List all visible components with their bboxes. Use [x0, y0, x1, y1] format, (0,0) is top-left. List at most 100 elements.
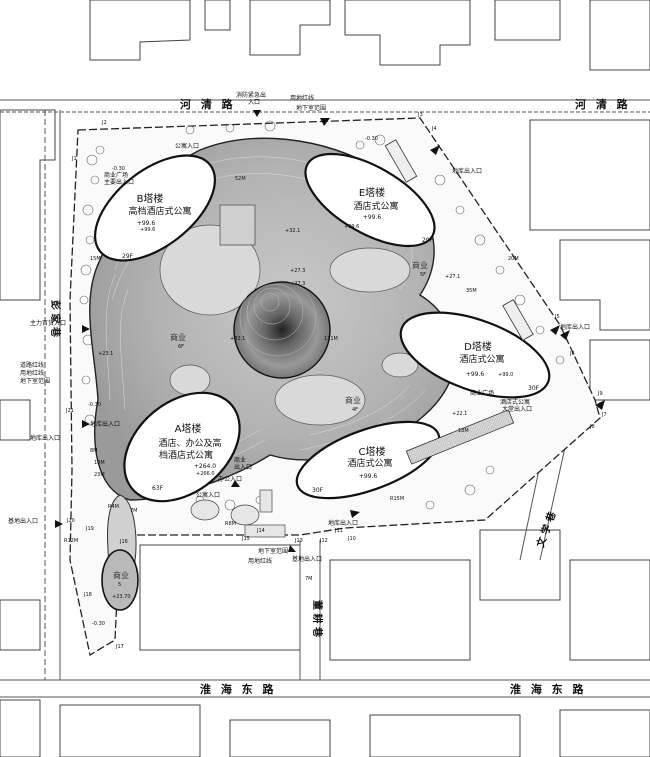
commercial-w-floors: 6F — [178, 344, 184, 350]
dim-d5: R8M — [225, 521, 236, 527]
junction-j14: J14 — [256, 528, 265, 534]
podium-skylight — [219, 204, 256, 246]
dim-d12: 18M — [458, 428, 469, 434]
junction-j18: J18 — [83, 592, 92, 598]
commercial-ne-label: 商业 — [412, 260, 428, 270]
east-linear-block — [405, 409, 515, 465]
junction-j16: J16 — [119, 539, 128, 545]
level-l6: +27.1 — [445, 274, 460, 280]
junction-j8: J8 — [589, 424, 595, 430]
junction-j4: J4 — [431, 126, 437, 132]
dim-d9: 23M — [94, 472, 105, 478]
dome-rings — [239, 279, 317, 357]
tower-e-floors: 29F — [422, 237, 434, 244]
tower-a-floors: 63F — [152, 485, 164, 492]
dim-d4: R15M — [390, 496, 404, 502]
ann-plaza-north: 商业广场 — [104, 171, 128, 179]
tower-e: E塔楼 酒店式公寓 +99.6 29F — [304, 152, 436, 248]
tower-a-level: +264.0 — [194, 463, 216, 470]
junction-j5: J5 — [554, 314, 560, 320]
tower-e-level: +99.6 — [363, 214, 382, 221]
junction-j7: J7 — [601, 412, 607, 418]
level-l10: +23.1 — [98, 351, 113, 357]
level-l14: +266.0 — [196, 471, 215, 477]
junction-j9: J9 — [597, 391, 603, 397]
dim-d6: R12M — [64, 538, 78, 544]
junction-j21: J21 — [65, 408, 74, 414]
junction-j15: J15 — [241, 536, 250, 542]
junction-j10: J10 — [347, 536, 356, 542]
level-l13: +99.6 — [140, 227, 155, 233]
dim-d11: 52M — [235, 176, 246, 182]
road-huaihai-left: 淮 海 东 路 — [200, 682, 277, 696]
tower-b-level: +99.6 — [137, 220, 156, 227]
level-l2: -0.30 — [112, 166, 125, 172]
ann-garage-exit-w: 地库出入口 — [30, 434, 60, 442]
tower-d-floors: 30F — [528, 385, 540, 392]
dimension-labels: 15M 10M 7M R15M R8M R12M R4M 8M 23M 7M 5… — [64, 176, 519, 582]
dim-d7: R4M — [108, 504, 119, 510]
ann-plaza-e: 商业广场 — [470, 389, 494, 397]
tower-a: A塔楼 酒店、办公及高 档酒店式公寓 +264.0 63F — [123, 391, 241, 503]
central-dome — [233, 281, 331, 379]
podium-voids — [159, 224, 419, 426]
tower-a-use2: 档酒店式公寓 — [159, 449, 213, 461]
tower-a-use1: 酒店、办公及高 — [158, 437, 221, 449]
level-l16: +27.3 — [290, 281, 305, 287]
junction-j13: J13 — [294, 538, 303, 544]
tower-d: D塔楼 酒店式公寓 +99.6 30F — [399, 311, 551, 399]
ann-main-entry: 主力百货入口 — [30, 319, 66, 327]
junction-j2: J2 — [101, 120, 107, 126]
tower-d-use: 酒店式公寓 — [459, 353, 504, 365]
level-l8: +32.1 — [230, 336, 245, 342]
ann-apartment-hall2: 大堂出入口 — [502, 405, 532, 413]
ann-redline-w1: 道路红线 — [20, 361, 44, 369]
ann-garage-e: 地库出入口 — [560, 323, 590, 331]
ann-commercial-entry: 商业 — [234, 456, 246, 464]
junction-j17: J17 — [115, 644, 124, 650]
ann-commercial-entry2: 出入口 — [234, 463, 252, 471]
level-l12: +99.6 — [344, 224, 359, 230]
ann-redline-w3: 地下室范围 — [20, 377, 50, 385]
level-marks: -0.30 -0.30 -0.30 -0.30 +27.3 +27.1 +22.… — [88, 136, 513, 627]
tower-d-level: +99.6 — [466, 371, 485, 378]
ann-basement-s: 地下室范围 — [258, 547, 288, 555]
dim-d8: 8M — [90, 448, 98, 454]
commercial-s-label: 商业 — [345, 395, 361, 405]
ann-garage-w2: 地库出入口 — [90, 420, 120, 428]
tower-c: C塔楼 酒店式公寓 +99.6 30F — [295, 420, 441, 500]
ann-apartment-entry-s: 公寓入口 — [196, 491, 220, 499]
junction-j1: J1 — [71, 156, 77, 162]
level-l4: -0.30 — [92, 621, 105, 627]
ann-basement-entry-w: 基地出入口 — [8, 517, 38, 525]
landscape-trees — [79, 120, 565, 511]
tower-e-use: 酒店式公寓 — [353, 200, 398, 212]
level-l15: +32.1 — [285, 228, 300, 234]
tower-b: B塔楼 高档酒店式公寓 +99.6 29F — [93, 154, 217, 262]
junction-j12: J12 — [319, 538, 328, 544]
entry-arrows — [55, 110, 605, 552]
tower-c-use: 酒店式公寓 — [347, 457, 392, 469]
tower-c-name: C塔楼 — [359, 445, 386, 458]
dim-d13: 20M — [508, 256, 519, 262]
commercial-s-floors: 4F — [352, 407, 358, 413]
dim-d1: 15M — [90, 256, 101, 262]
ann-site-entry-s: 基地出入口 — [292, 555, 322, 563]
dim-d2: 10M — [94, 460, 105, 466]
commercial-sw-floors: 5 — [118, 582, 121, 588]
level-l9: +99.0 — [498, 372, 513, 378]
commercial-ne-floors: 5F — [420, 272, 426, 278]
ann-garage-s: 地库出入口 — [328, 519, 358, 527]
ann-garage-ne: 地库出入口 — [452, 167, 482, 175]
ann-office-entry: 办公入口 — [218, 475, 242, 483]
road-huaihai-right: 淮 海 东 路 — [510, 682, 587, 696]
commercial-sw-label: 商业 — [113, 570, 129, 580]
road-edges — [0, 99, 650, 698]
commercial-w-label: 商业 — [170, 332, 186, 342]
dim-d15: 111M — [324, 336, 338, 342]
junction-j11: J11 — [334, 528, 343, 534]
ne-pavilion — [384, 139, 418, 183]
level-l3: -0.30 — [88, 402, 101, 408]
tower-b-use: 高档酒店式公寓 — [128, 205, 191, 217]
level-l11: +23.70 — [112, 594, 131, 600]
